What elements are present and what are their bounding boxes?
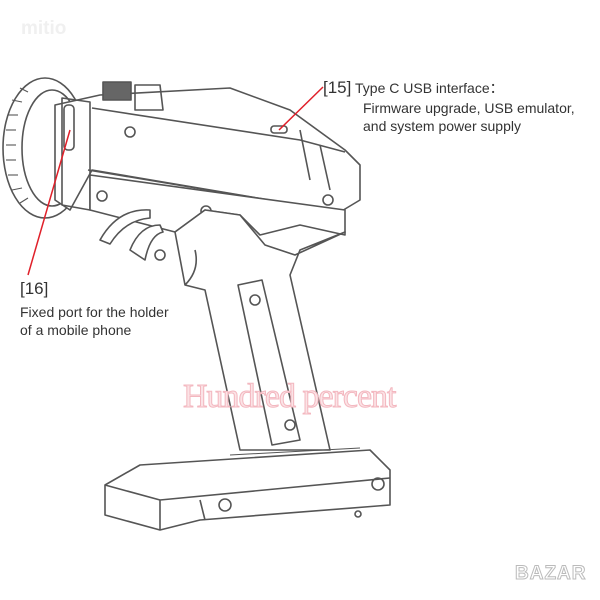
callout-15-title: Type C USB interface： bbox=[355, 80, 504, 96]
callout-16-line-2: of a mobile phone bbox=[20, 322, 132, 338]
callout-15-line-2: and system power supply bbox=[363, 118, 521, 134]
throttle-trigger bbox=[99, 209, 166, 261]
watermark-hundred-percent: Hundred percent bbox=[183, 378, 398, 416]
callout-16-number: [16] bbox=[20, 279, 49, 298]
usb-c-port bbox=[270, 125, 288, 134]
leader-line-15 bbox=[278, 86, 324, 131]
base bbox=[104, 449, 391, 531]
watermark-mitio: mitio bbox=[21, 18, 67, 39]
grip bbox=[174, 209, 346, 451]
callout-16-line-1: Fixed port for the holder bbox=[20, 304, 169, 320]
callout-15-number: [15] bbox=[323, 78, 352, 97]
callout-15: [15] Type C USB interface： bbox=[323, 79, 504, 97]
callout-15-line-1: Firmware upgrade, USB emulator, bbox=[363, 100, 575, 116]
top-housing bbox=[54, 87, 361, 213]
watermark-bazar-logo: BAZAR bbox=[515, 563, 587, 585]
leader-line-16 bbox=[27, 129, 71, 276]
